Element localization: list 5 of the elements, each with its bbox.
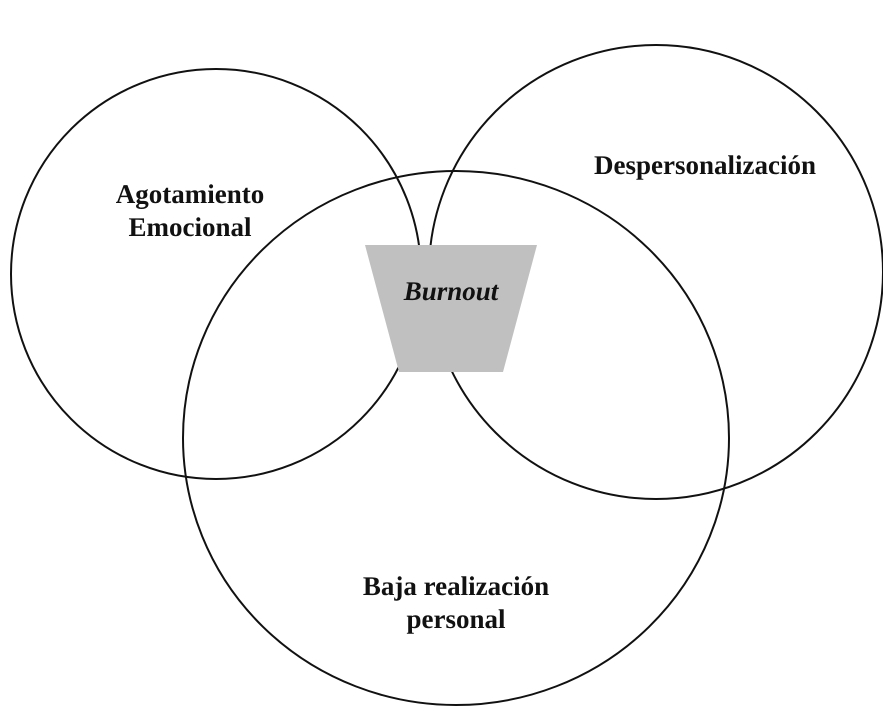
- trapezoid-shape: [365, 245, 537, 372]
- circle-label: Agotamiento Emocional: [114, 178, 266, 244]
- shape-label: Burnout: [402, 275, 500, 308]
- circle-label: Baja realización personal: [362, 570, 550, 636]
- circle-label: Despersonalización: [593, 149, 817, 182]
